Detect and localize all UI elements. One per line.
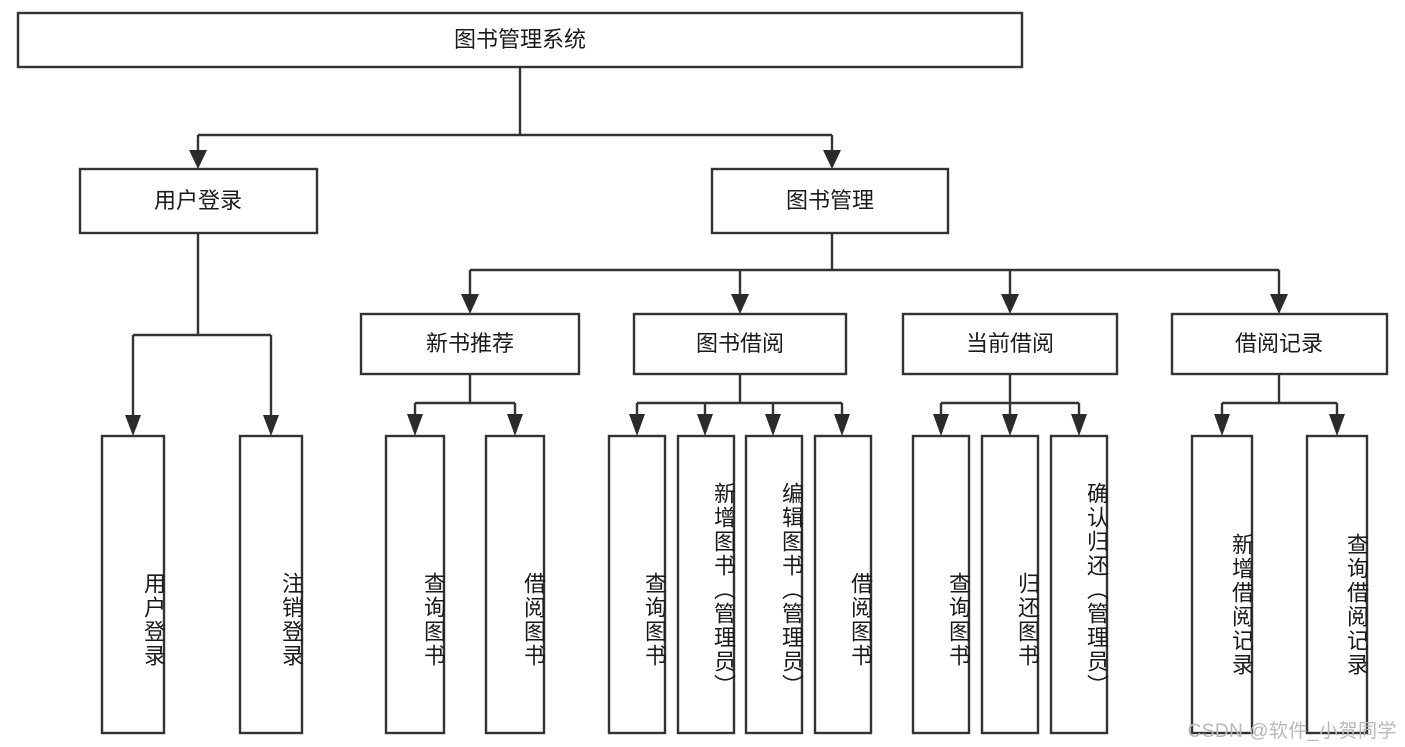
arrow-record-l2 [1329,414,1345,436]
leaf-add-borrow-record[interactable] [1190,434,1254,735]
leaf-query-borrow-record[interactable] [1305,434,1369,735]
leaf-user-login[interactable] [100,434,166,735]
watermark-text: CSDN @软件_小贺同学 [1187,721,1397,742]
node-book-borrow[interactable] [632,312,848,376]
leaf-borrow-book-2[interactable] [813,434,873,735]
leaf-logout[interactable] [238,434,304,735]
label-new-book-recommend: 新书推荐 [426,331,514,356]
arrow-book-c2 [731,294,749,314]
label-current-borrow: 当前借阅 [966,331,1054,356]
arrow-current-l1 [933,414,949,436]
arrow-borrow-l2 [697,414,713,436]
leaf-add-book-admin[interactable] [676,434,736,735]
arrow-newbook-l1 [407,414,423,436]
arrow-user-leaf2 [263,415,279,436]
arrow-borrow-l3 [765,414,781,436]
label-root: 图书管理系统 [454,27,586,52]
connector-group [125,67,1345,436]
label-user-login: 用户登录 [154,188,242,213]
arrow-record-l1 [1214,414,1230,436]
leaf-return-book[interactable] [980,434,1040,735]
arrow-root-to-user [189,150,207,169]
label-book-manage: 图书管理 [786,188,874,213]
arrow-user-leaf1 [125,415,141,436]
arrow-borrow-l4 [834,414,850,436]
node-label-group: 图书管理系统 用户登录 图书管理 新书推荐 图书借阅 当前借阅 借阅记录 [154,27,1323,356]
node-book-manage[interactable] [710,167,950,235]
arrow-current-l2 [1002,414,1018,436]
arrow-book-c4 [1270,294,1288,314]
node-new-book-recommend[interactable] [359,312,581,376]
arrow-newbook-l2 [507,414,523,436]
arrow-book-c3 [1001,294,1019,314]
node-current-borrow[interactable] [901,312,1119,376]
leaf-borrow-book-1[interactable] [484,434,546,735]
leaf-edit-book-admin[interactable] [744,434,804,735]
node-root[interactable] [16,11,1024,69]
arrow-current-l3 [1071,414,1087,436]
arrow-borrow-l1 [629,414,645,436]
leaf-query-book-3[interactable] [911,434,971,735]
leaf-confirm-return-admin[interactable] [1049,434,1109,735]
leaf-query-book-2[interactable] [607,434,667,735]
node-borrow-record[interactable] [1170,312,1389,376]
label-borrow-record: 借阅记录 [1235,331,1323,356]
leaf-query-book-1[interactable] [384,434,446,735]
arrow-book-c1 [461,294,479,314]
node-box-group [16,11,1389,735]
node-user-login[interactable] [78,167,319,235]
label-book-borrow: 图书借阅 [696,331,784,356]
arrow-root-to-book [823,150,841,169]
